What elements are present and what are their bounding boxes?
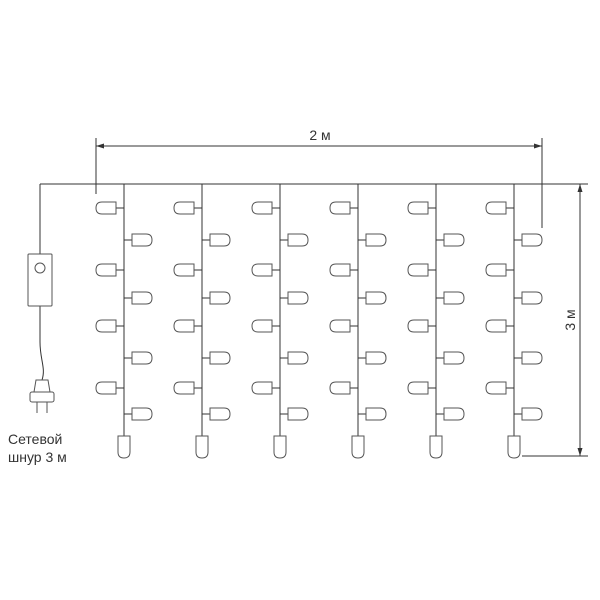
led-bulb-icon [521, 351, 543, 365]
led-bulb-icon [131, 351, 153, 365]
strand [251, 184, 309, 459]
led-bulb-icon [131, 407, 153, 421]
led-bulb-icon [365, 407, 387, 421]
led-bulb-icon [287, 407, 309, 421]
led-bulb-icon [287, 233, 309, 247]
strand [95, 184, 153, 459]
led-bulb-icon [251, 319, 273, 333]
led-bulb-icon [273, 435, 287, 459]
led-bulb-icon [485, 319, 507, 333]
led-bulb-icon [131, 233, 153, 247]
led-bulb-icon [287, 291, 309, 305]
led-bulb-icon [95, 319, 117, 333]
width-label: 2 м [309, 127, 330, 143]
led-bulb-icon [365, 351, 387, 365]
led-bulb-icon [329, 263, 351, 277]
led-bulb-icon [95, 263, 117, 277]
led-bulb-icon [351, 435, 365, 459]
led-bulb-icon [209, 291, 231, 305]
cord-label-line2: шнур 3 м [8, 449, 67, 465]
height-arrow-top [577, 184, 583, 192]
led-bulb-icon [485, 201, 507, 215]
height-dimension [512, 183, 588, 457]
led-bulb-icon [521, 291, 543, 305]
power-plug-icon [29, 379, 55, 413]
led-bulb-icon [443, 233, 465, 247]
led-bulb-icon [95, 381, 117, 395]
led-bulb-icon [485, 263, 507, 277]
led-bulb-icon [329, 319, 351, 333]
led-bulb-icon [521, 233, 543, 247]
led-bulb-icon [329, 381, 351, 395]
led-bulb-icon [407, 381, 429, 395]
led-bulb-icon [521, 407, 543, 421]
controller-box-icon [27, 253, 53, 307]
led-bulb-icon [443, 407, 465, 421]
led-bulb-icon [209, 407, 231, 421]
width-arrow-left [96, 143, 104, 149]
led-bulb-icon [251, 201, 273, 215]
led-bulb-icon [209, 351, 231, 365]
height-arrow-bottom [577, 448, 583, 456]
led-bulb-icon [407, 201, 429, 215]
led-bulb-icon [365, 291, 387, 305]
strand [407, 184, 465, 459]
led-bulb-icon [195, 435, 209, 459]
led-bulb-icon [251, 381, 273, 395]
supply-wire [39, 183, 512, 381]
led-bulb-icon [287, 351, 309, 365]
led-bulb-icon [251, 263, 273, 277]
led-bulb-icon [429, 435, 443, 459]
width-arrow-right [534, 143, 542, 149]
led-bulb-icon [485, 381, 507, 395]
led-bulb-icon [407, 319, 429, 333]
led-bulb-icon [365, 233, 387, 247]
led-bulb-icon [131, 291, 153, 305]
led-bulb-icon [443, 351, 465, 365]
led-bulb-icon [329, 201, 351, 215]
led-bulb-icon [173, 201, 195, 215]
led-bulb-icon [173, 319, 195, 333]
led-bulb-icon [117, 435, 131, 459]
height-label: 3 м [562, 309, 578, 330]
strand [329, 184, 387, 459]
led-bulb-icon [173, 381, 195, 395]
led-bulb-icon [407, 263, 429, 277]
led-bulb-icon [173, 263, 195, 277]
cord-label-line1: Сетевой [8, 431, 62, 447]
led-bulb-icon [443, 291, 465, 305]
led-bulb-icon [95, 201, 117, 215]
led-bulb-icon [209, 233, 231, 247]
cord-to-plug [39, 306, 44, 381]
led-bulb-icon [507, 435, 521, 459]
curtain-strands [95, 184, 543, 459]
strand [485, 184, 543, 459]
width-dimension [95, 138, 543, 228]
strand [173, 184, 231, 459]
